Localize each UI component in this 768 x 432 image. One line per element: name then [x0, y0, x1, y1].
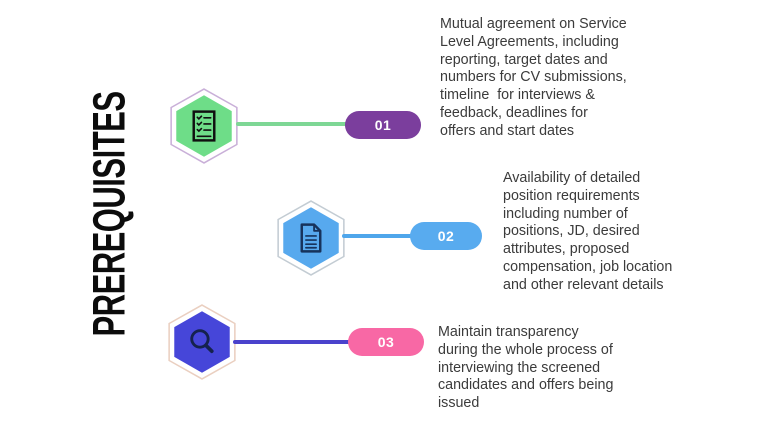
item-description-1: Mutual agreement on Service Level Agreem…: [440, 16, 627, 139]
magnifier-icon: [190, 329, 214, 354]
hexagon-outline: [170, 88, 238, 164]
step-number-badge-2: 02: [410, 222, 482, 250]
hexagon-step-3: [168, 304, 236, 380]
hexagon-step-1: [170, 88, 238, 164]
hexagon-outline: [277, 200, 345, 276]
hexagon-outline: [168, 304, 236, 380]
hexagon-fill: [174, 311, 230, 373]
connector-line-3: [233, 340, 355, 344]
document-icon: [300, 223, 322, 253]
connector-line-2: [342, 234, 418, 238]
hexagon-fill: [283, 207, 339, 269]
item-description-2: Availability of detailed position requir…: [503, 170, 673, 293]
step-number-badge-3: 03: [348, 328, 424, 356]
checklist-icon: [192, 110, 216, 142]
page-title: PREREQUISITES: [83, 91, 135, 337]
hexagon-step-2: [277, 200, 345, 276]
item-description-3: Maintain transparency during the whole p…: [438, 324, 614, 412]
step-number-badge-1: 01: [345, 111, 421, 139]
hexagon-fill: [176, 95, 232, 157]
connector-line-1: [236, 122, 352, 126]
